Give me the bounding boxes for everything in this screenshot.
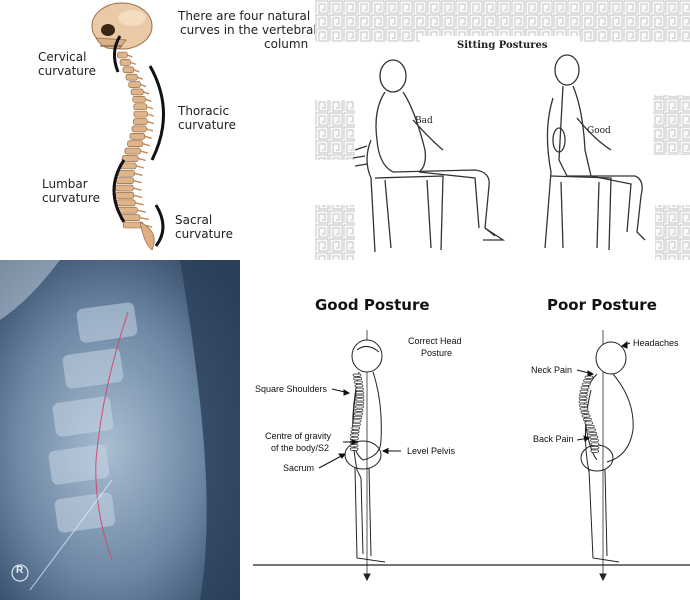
level-pelvis-label: Level Pelvis — [407, 446, 456, 456]
neck-pain-label: Neck Pain — [531, 365, 573, 375]
good-posture-figure — [253, 330, 485, 582]
curvature-line — [95, 311, 129, 561]
xray-vertebrae — [48, 302, 138, 533]
headaches-label: Headaches — [633, 338, 679, 348]
bad-sitter — [352, 59, 506, 253]
border-left-bottom — [315, 205, 355, 260]
border-left-mid — [315, 100, 355, 160]
xray-marker: R — [16, 565, 24, 576]
good-posture-title: Good Posture — [315, 296, 430, 314]
lumbar-label: Lumbar — [42, 177, 88, 191]
sacral-bracket — [154, 204, 165, 247]
poor-posture-panel: Poor Posture Hea — [485, 290, 690, 600]
cervical-label-2: curvature — [38, 64, 96, 78]
centre-gravity-label: Centre of gravity — [265, 431, 332, 441]
good-sitter — [544, 54, 646, 251]
centre-gravity-label-2: of the body/S2 — [271, 443, 330, 453]
thoracic-label-2: curvature — [178, 118, 236, 132]
poor-posture-figure — [485, 330, 690, 582]
good-label: Good — [587, 126, 611, 136]
thoracic-bracket — [148, 65, 165, 161]
sitting-postures-panel: Sitting Postures Bad Good — [315, 0, 690, 260]
thoracic-label: Thoracic — [178, 104, 230, 118]
spine-intro-line-1: There are four natural — [178, 9, 311, 23]
border-top — [315, 0, 690, 42]
sitting-illustration — [315, 0, 690, 260]
spine-intro-line-2: curves in the vertebral — [180, 23, 315, 37]
spine-illustration — [91, 2, 165, 251]
spine-intro-line-3: column — [264, 37, 309, 51]
border-right-bottom — [655, 205, 690, 260]
sacral-label-2: curvature — [175, 227, 233, 241]
correct-head-label: Correct Head — [408, 336, 462, 346]
good-spine-vertebrae — [349, 373, 365, 451]
poor-spine-vertebrae — [578, 375, 600, 453]
sacrum-label: Sacrum — [283, 463, 315, 473]
skull-illustration — [91, 2, 153, 50]
vertebral-column — [115, 51, 155, 251]
bad-label: Bad — [415, 116, 433, 126]
square-shoulders-label: Square Shoulders — [255, 384, 328, 394]
sacral-label: Sacral — [175, 213, 213, 227]
lumbar-label-2: curvature — [42, 191, 100, 205]
reference-line — [29, 479, 113, 591]
good-posture-panel: Good Posture — [245, 290, 485, 600]
lumbar-bracket — [112, 159, 126, 223]
sitting-postures-title: Sitting Postures — [457, 40, 548, 51]
back-pain-label: Back Pain — [533, 434, 574, 444]
border-right-mid — [653, 95, 690, 155]
xray-image — [0, 260, 240, 600]
xray-panel: R — [0, 260, 240, 600]
correct-head-label-2: Posture — [421, 348, 453, 358]
poor-posture-title: Poor Posture — [547, 296, 657, 314]
spine-curvature-panel: There are four natural curves in the ver… — [0, 0, 315, 258]
cervical-bracket — [113, 35, 122, 73]
cervical-label: Cervical — [38, 50, 87, 64]
